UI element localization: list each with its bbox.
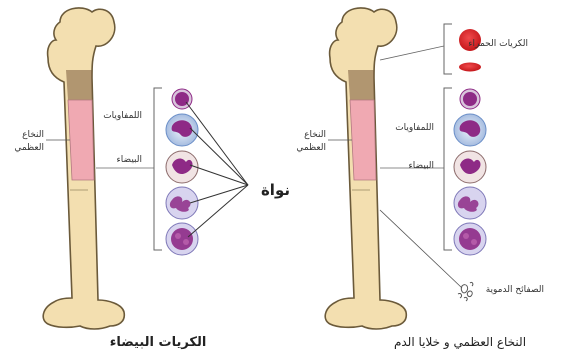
red-blood-cells xyxy=(459,29,481,72)
right-label-lymphocytes: اللمفاويات xyxy=(395,123,434,133)
right-caption: النخاع العظمي و خلايا الدم xyxy=(394,335,526,350)
right-femur xyxy=(325,8,406,329)
right-marrow-cavity xyxy=(350,100,376,180)
left-label-nucleated: البيضاء xyxy=(117,155,142,165)
right-label-nucleated: البيضاء xyxy=(409,161,434,171)
left-label-lymphocytes: اللمفاويات xyxy=(103,111,142,121)
left-femur xyxy=(43,8,124,329)
nucleus-label: نواة xyxy=(261,181,290,199)
left-marrow-label-2: العظمي xyxy=(14,143,44,153)
platelets xyxy=(458,282,473,301)
right-label-red-cells: الكريات الحمراء xyxy=(468,39,528,49)
right-marrow-label-2: العظمي xyxy=(296,143,326,153)
left-marrow-cavity xyxy=(68,100,94,180)
left-cell-stack xyxy=(166,89,198,255)
right-bracket xyxy=(444,88,452,250)
right-cell-stack xyxy=(454,89,486,255)
right-label-platelets: الصفائح الدموية xyxy=(486,285,544,295)
left-marrow-label-1: النخاع xyxy=(22,130,44,140)
left-bracket xyxy=(154,88,162,250)
right-diagram: النخاع العظمي الكريات الحمراء اللمفاويات… xyxy=(296,8,544,350)
left-caption: الكريات البيضاء xyxy=(110,335,207,350)
right-marrow-label-1: النخاع xyxy=(304,130,326,140)
right-bracket-red xyxy=(444,24,452,74)
left-diagram: النخاع العظمي اللمفاويات البيضاء xyxy=(14,8,290,350)
